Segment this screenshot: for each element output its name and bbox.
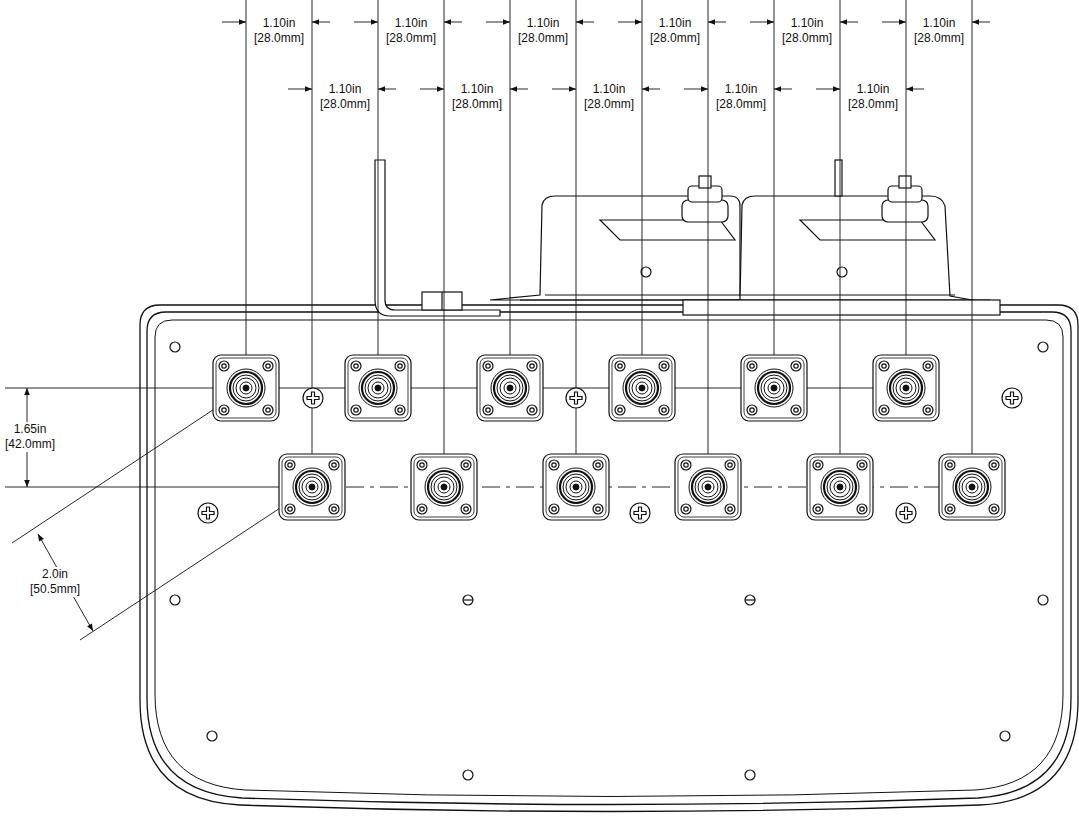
dimension-arrow: [882, 22, 906, 23]
mount-hole: [170, 595, 180, 605]
dimension-arrow: [288, 89, 312, 90]
screw-group: [198, 388, 1022, 523]
n-connector: [807, 454, 873, 520]
extension-line: [444, 0, 445, 487]
slot-mark: [745, 599, 755, 600]
dimension-label: 2.0in [50.5mm]: [28, 567, 82, 597]
dimension-label: 1.10in [28.0mm]: [648, 16, 702, 46]
mount-hole: [1000, 731, 1010, 741]
dimension-label: 1.10in [28.0mm]: [846, 82, 900, 112]
n-connector: [543, 454, 609, 520]
dimension-arrow: [576, 22, 594, 23]
dimension-arrow: [420, 89, 444, 90]
dimension-label: 1.10in [28.0mm]: [912, 16, 966, 46]
extension-line: [840, 0, 841, 487]
dimension-label: 1.10in [28.0mm]: [714, 82, 768, 112]
mount-hole: [1038, 342, 1048, 352]
n-connector: [345, 355, 411, 421]
extension-line: [510, 0, 511, 388]
extension-line: [972, 0, 973, 487]
dimension-arrow: [816, 89, 840, 90]
extension-line: [378, 0, 379, 388]
n-connector: [675, 454, 741, 520]
housing: [140, 305, 1078, 812]
dimension-arrow: [486, 22, 510, 23]
n-connector: [477, 355, 543, 421]
dimension-arrow: [840, 22, 858, 23]
dimension-arrow: [444, 22, 462, 23]
dimension-label: 1.10in [28.0mm]: [780, 16, 834, 46]
dimension-arrow: [312, 22, 330, 23]
dimension-label: 1.10in [28.0mm]: [582, 82, 636, 112]
extension-line: [246, 0, 247, 388]
dimension-arrow: [354, 22, 378, 23]
extension-line: [312, 0, 313, 487]
n-connector: [279, 454, 345, 520]
dimension-arrow: [684, 89, 708, 90]
screw-head: [566, 388, 586, 408]
n-connector: [213, 355, 279, 421]
dimension-label: 1.10in [28.0mm]: [516, 16, 570, 46]
extension-line: [906, 0, 907, 388]
hole-group: [170, 342, 1048, 780]
n-connector: [411, 454, 477, 520]
dimension-arrow: [510, 89, 528, 90]
dimension-arrow: [618, 22, 642, 23]
n-connector: [609, 355, 675, 421]
dimension-arrow: [552, 89, 576, 90]
mount-hole: [170, 342, 180, 352]
mount-hole: [745, 595, 755, 605]
dimension-label: 1.10in [28.0mm]: [318, 82, 372, 112]
dimension-arrow: [972, 22, 990, 23]
dimension-arrow: [708, 22, 726, 23]
dimension-label: 1.10in [28.0mm]: [450, 82, 504, 112]
extension-line: [12, 388, 246, 543]
extension-line: [642, 0, 643, 388]
dimension-arrow: [750, 22, 774, 23]
mount-hole: [745, 770, 755, 780]
connector-group: [213, 355, 1005, 520]
n-connector: [741, 355, 807, 421]
dimension-arrow: [378, 89, 396, 90]
dimension-arrow: [642, 89, 660, 90]
extension-line: [80, 487, 312, 640]
dimension-label: 1.10in [28.0mm]: [384, 16, 438, 46]
dimension-lines: [27, 22, 990, 631]
n-connector: [939, 454, 1005, 520]
dimension-arrow: [222, 22, 246, 23]
extension-line: [708, 0, 709, 487]
dimension-arrow: [774, 89, 792, 90]
mount-hole: [1038, 595, 1048, 605]
screw-head: [1002, 388, 1022, 408]
mount-hole: [463, 595, 473, 605]
extension-line: [576, 0, 577, 487]
dimension-arrow: [906, 89, 924, 90]
extension-line: [774, 0, 775, 388]
screw-head: [198, 503, 218, 523]
dimension-label: 1.10in [28.0mm]: [252, 16, 306, 46]
dimension-label: 1.65in [42.0mm]: [3, 422, 57, 452]
mount-hole: [207, 731, 217, 741]
mount-hole: [463, 770, 473, 780]
extension-line: [5, 487, 312, 488]
slot-mark: [463, 599, 473, 600]
screw-head: [896, 503, 916, 523]
extension-lines: [5, 0, 972, 640]
screw-head: [303, 388, 323, 408]
screw-head: [630, 503, 650, 523]
n-connector: [873, 355, 939, 421]
